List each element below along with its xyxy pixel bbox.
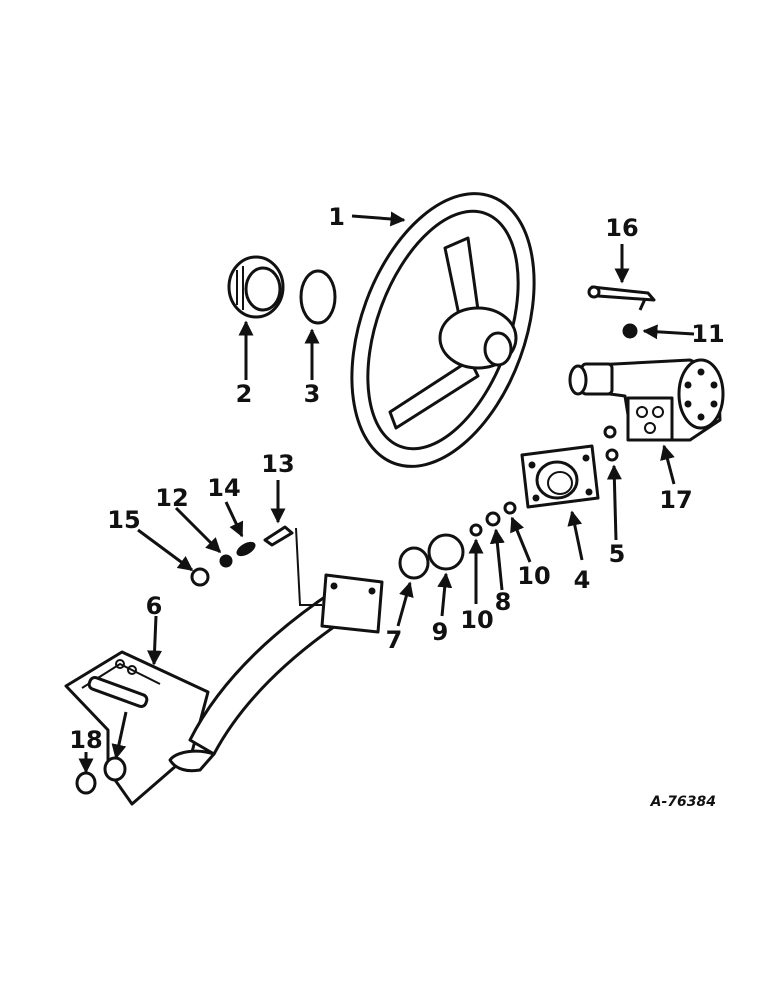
callout-14: 14	[207, 474, 240, 502]
callout-6: 6	[146, 592, 163, 620]
bearing	[227, 255, 285, 319]
washer-12	[219, 554, 233, 568]
callout-1: 1	[328, 203, 345, 231]
callout-10b: 10	[460, 606, 493, 634]
callout-4: 4	[574, 566, 591, 594]
callout-12: 12	[155, 484, 188, 512]
leader-lines	[78, 211, 695, 774]
callout-13: 13	[261, 450, 294, 478]
snap-ring	[299, 269, 337, 325]
callout-18: 18	[69, 726, 102, 754]
callout-11: 11	[691, 320, 724, 348]
fitting-elbow	[263, 525, 294, 547]
pin	[587, 285, 656, 311]
bushing	[103, 756, 127, 782]
adapter	[520, 444, 600, 509]
callout-3: 3	[304, 380, 321, 408]
nut	[622, 323, 638, 339]
callout-8: 8	[495, 588, 512, 616]
callout-5: 5	[609, 540, 626, 568]
callout-16: 16	[605, 214, 638, 242]
nut-18	[75, 771, 97, 795]
washer-10b	[503, 501, 517, 515]
o-ring	[427, 533, 465, 571]
seal-ring	[398, 546, 430, 580]
callout-labels: 1 2 3 4 5 6 7 8 9 10 10 11 12 13 14 15 1…	[69, 203, 724, 754]
callout-9: 9	[432, 618, 449, 646]
callout-10a: 10	[517, 562, 550, 590]
washer-10a	[469, 523, 483, 537]
callout-2: 2	[236, 380, 253, 408]
callout-15: 15	[107, 506, 140, 534]
steering-wheel	[350, 192, 536, 468]
lube-fitting	[190, 567, 210, 587]
spring	[236, 541, 256, 557]
steering-gear	[568, 358, 725, 442]
support-bracket	[64, 527, 384, 806]
reference-code: A-76384	[650, 794, 716, 810]
washer-8	[485, 511, 501, 527]
callout-17: 17	[659, 486, 692, 514]
callout-7: 7	[386, 626, 403, 654]
washers	[603, 425, 619, 462]
